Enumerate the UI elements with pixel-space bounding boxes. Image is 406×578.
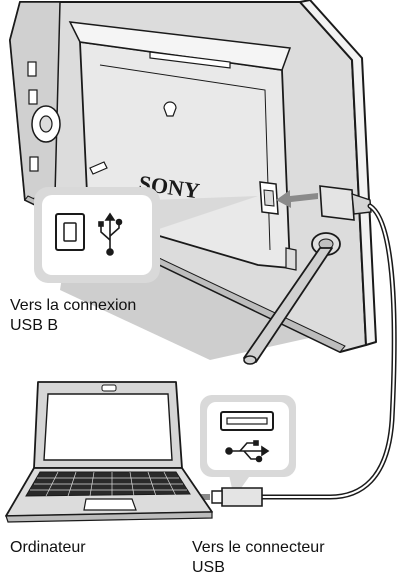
label-usb-b-line2: USB B [10,316,136,336]
laptop-screen [44,394,172,460]
hang-hole [164,102,176,116]
label-usb-connector-line2: USB [192,558,325,578]
label-usb-b-connection: Vers la connexion USB B [10,296,136,336]
callout-usb-a [200,395,296,498]
side-button-2 [29,90,37,104]
label-usb-connector: Vers le connecteur USB [192,538,325,578]
frame-usb-port-inner [264,190,274,206]
label-computer-text: Ordinateur [10,538,86,558]
side-button-3 [30,157,38,171]
label-usb-b-line1: Vers la connexion [10,296,136,316]
control-wheel-center [40,116,52,132]
laptop-touchpad [84,499,136,510]
side-button-1 [28,62,36,76]
usb-a-port-icon-inner [227,418,267,424]
stand-tip [244,356,256,364]
label-computer: Ordinateur [10,538,86,558]
usb-a-plug-body [222,488,262,506]
frame-foot [286,248,296,270]
laptop [6,382,212,522]
laptop-webcam [102,385,116,391]
usb-b-port-icon-inner [64,223,76,241]
label-usb-connector-line1: Vers le connecteur [192,538,325,558]
usb-b-plug-body [320,186,354,220]
usb-a-plug-head [212,491,222,503]
